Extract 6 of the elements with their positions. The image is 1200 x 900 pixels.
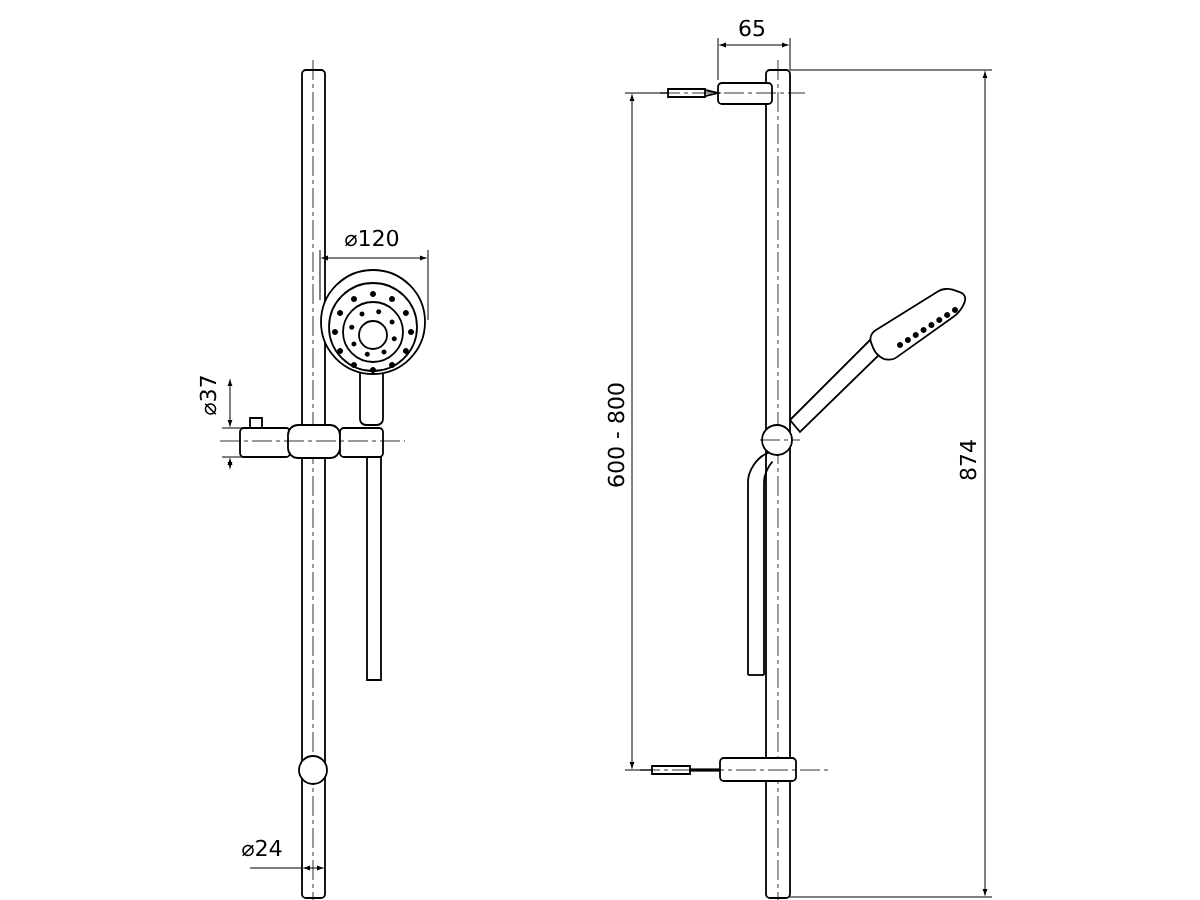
dimension-label: ⌀37 <box>199 376 217 415</box>
dimension-label: 600 - 800 <box>607 383 625 487</box>
dimension-label: ⌀120 <box>345 229 399 247</box>
dimension-label: 65 <box>739 19 765 37</box>
dimension-label: ⌀24 <box>242 839 282 857</box>
dimension-label: 874 <box>959 440 977 480</box>
